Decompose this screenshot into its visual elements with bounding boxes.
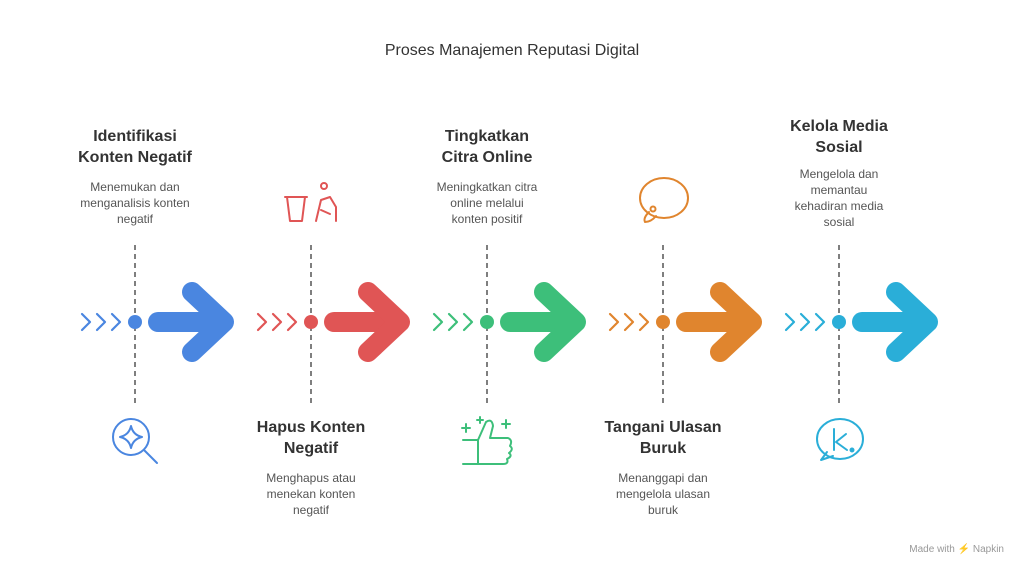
step-1-title-line-1: Identifikasi <box>93 128 177 145</box>
step-2-desc-line-1: Menghapus atau <box>266 471 356 485</box>
step-3-title-line-1: Tingkatkan <box>444 128 530 145</box>
speech-bubble-icon <box>639 177 689 223</box>
step-2-title-line-1: Hapus Konten <box>256 419 366 436</box>
step-1-title: Identifikasi Konten Negatif <box>35 126 235 168</box>
thumbs-up-icon <box>461 416 513 465</box>
step-2-dot <box>304 315 318 329</box>
step-5-title-line-1: Kelola Media <box>790 118 888 135</box>
step-5-desc-line-3: kehadiran media <box>794 199 884 213</box>
step-4-desc-line-3: buruk <box>647 503 679 517</box>
step-3-title: Tingkatkan Citra Online <box>387 126 587 168</box>
step-4-title-line-2: Buruk <box>639 440 687 457</box>
step-3-desc-line-2: online melalui <box>450 196 524 210</box>
step-5-arrow <box>886 282 938 362</box>
step-1-desc-line-1: Menemukan dan <box>90 180 180 194</box>
step-3-arrow <box>534 282 586 362</box>
step-3-title-line-2: Citra Online <box>441 149 533 166</box>
step-1-arrow <box>182 282 234 362</box>
step-3-track <box>432 245 586 405</box>
step-2-title-line-2: Negatif <box>283 440 339 457</box>
step-1-title-line-2: Konten Negatif <box>78 149 192 166</box>
step-1-desc-line-2: menganalisis konten <box>80 196 190 210</box>
step-2-description: Menghapus atau menekan konten negatif <box>231 470 391 518</box>
step-2-desc-line-2: menekan konten <box>266 487 356 501</box>
step-4-title-line-1: Tangani Ulasan <box>604 419 722 436</box>
step-5-title-line-2: Sosial <box>815 139 863 156</box>
step-2-desc-line-3: negatif <box>292 503 330 517</box>
step-3-desc-line-3: konten positif <box>451 212 523 226</box>
step-5-desc-line-1: Mengelola dan <box>799 167 879 181</box>
step-2-title: Hapus Konten Negatif <box>211 417 411 459</box>
step-4-title: Tangani Ulasan Buruk <box>563 417 763 459</box>
step-5-description: Mengelola dan memantau kehadiran media s… <box>759 166 919 230</box>
diagram-title: Proses Manajemen Reputasi Digital <box>384 42 640 59</box>
step-3-description: Meningkatkan citra online melalui konten… <box>407 179 567 227</box>
step-3-dot <box>480 315 494 329</box>
step-5-dot <box>832 315 846 329</box>
step-1-desc-line-3: negatif <box>116 212 154 226</box>
step-2-track <box>256 245 410 405</box>
search-sparkle-icon <box>112 418 158 464</box>
step-1-track <box>80 245 234 405</box>
napkin-watermark[interactable]: Made with ⚡ Napkin <box>909 544 1004 555</box>
step-2-arrow <box>358 282 410 362</box>
trash-remove-icon <box>284 182 337 222</box>
step-1-description: Menemukan dan menganalisis konten negati… <box>55 179 215 227</box>
step-4-desc-line-2: mengelola ulasan <box>615 487 711 501</box>
step-3-desc-line-1: Meningkatkan citra <box>436 180 538 194</box>
step-4-arrow <box>710 282 762 362</box>
social-k-icon <box>816 418 864 461</box>
step-4-track <box>608 245 762 405</box>
step-5-desc-line-4: sosial <box>823 215 855 229</box>
step-4-dot <box>656 315 670 329</box>
step-1-dot <box>128 315 142 329</box>
step-5-desc-line-2: memantau <box>810 183 868 197</box>
step-4-desc-line-1: Menanggapi dan <box>618 471 708 485</box>
step-5-title: Kelola Media Sosial <box>739 116 939 158</box>
step-5-track <box>784 245 938 405</box>
step-4-description: Menanggapi dan mengelola ulasan buruk <box>583 470 743 518</box>
